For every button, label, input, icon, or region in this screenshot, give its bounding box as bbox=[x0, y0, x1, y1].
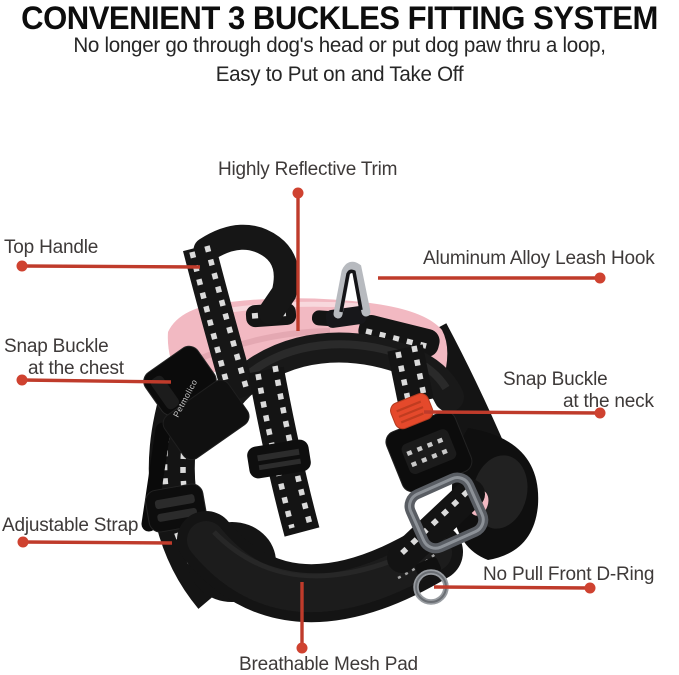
annotation-no-pull-front-d-ring: No Pull Front D-Ring bbox=[483, 564, 655, 585]
annotation-aluminum-alloy-leash-hook: Aluminum Alloy Leash Hook bbox=[423, 248, 655, 269]
leader-dot-snap-buckle-chest bbox=[16, 374, 28, 386]
aluminum-leash-hook bbox=[325, 261, 371, 328]
neck-buckle-red-tab bbox=[390, 393, 434, 430]
annotation-highly-reflective-trim: Highly Reflective Trim bbox=[218, 159, 398, 180]
leader-dot-no-pull-front-d-ring bbox=[584, 582, 596, 594]
middle-strap bbox=[247, 365, 320, 537]
annotation-adjustable-strap: Adjustable Strap bbox=[2, 515, 139, 536]
annotation-snap-buckle-neck-line2: at the neck bbox=[563, 391, 654, 412]
chest-snap-buckle: Petmolico bbox=[143, 345, 250, 461]
neck-snap-buckle bbox=[385, 410, 473, 493]
annotation-snap-buckle-neck-line1: Snap Buckle bbox=[503, 369, 608, 390]
page-subtitle: No longer go through dog's head or put d… bbox=[7, 31, 672, 89]
leader-no-pull-front-d-ring bbox=[433, 585, 591, 590]
annotation-snap-buckle-chest-line1: Snap Buckle bbox=[4, 336, 109, 357]
leader-top-handle bbox=[21, 264, 201, 269]
annotation-snap-buckle-chest: Snap Buckle at the chest bbox=[4, 336, 124, 380]
right-strap-column bbox=[385, 344, 489, 573]
leader-dot-aluminum-alloy-leash-hook bbox=[594, 272, 606, 284]
leader-adjustable-strap bbox=[22, 540, 173, 545]
leader-snap-buckle-chest bbox=[21, 378, 172, 384]
annotation-snap-buckle-neck: Snap Buckle at the neck bbox=[503, 369, 654, 413]
leader-dot-adjustable-strap bbox=[17, 536, 29, 548]
metal-slider bbox=[404, 472, 489, 554]
leader-snap-buckle-neck bbox=[423, 410, 601, 415]
annotation-breathable-mesh-pad: Breathable Mesh Pad bbox=[239, 654, 418, 675]
leader-dot-top-handle bbox=[16, 260, 28, 272]
chest-arch bbox=[210, 332, 464, 417]
leader-dot-snap-buckle-neck bbox=[594, 407, 606, 419]
subtitle-line-2: Easy to Put on and Take Off bbox=[215, 63, 464, 86]
annotation-top-handle: Top Handle bbox=[4, 237, 99, 258]
subtitle-line-1: No longer go through dog's head or put d… bbox=[73, 34, 606, 57]
leader-dot-breathable-mesh-pad bbox=[296, 642, 308, 654]
leader-lines bbox=[16, 187, 606, 654]
annotation-snap-buckle-chest-line2: at the chest bbox=[28, 358, 124, 379]
page-title: CONVENIENT 3 BUCKLES FITTING SYSTEM bbox=[21, 0, 658, 36]
leader-dot-highly-reflective-trim bbox=[292, 187, 304, 199]
